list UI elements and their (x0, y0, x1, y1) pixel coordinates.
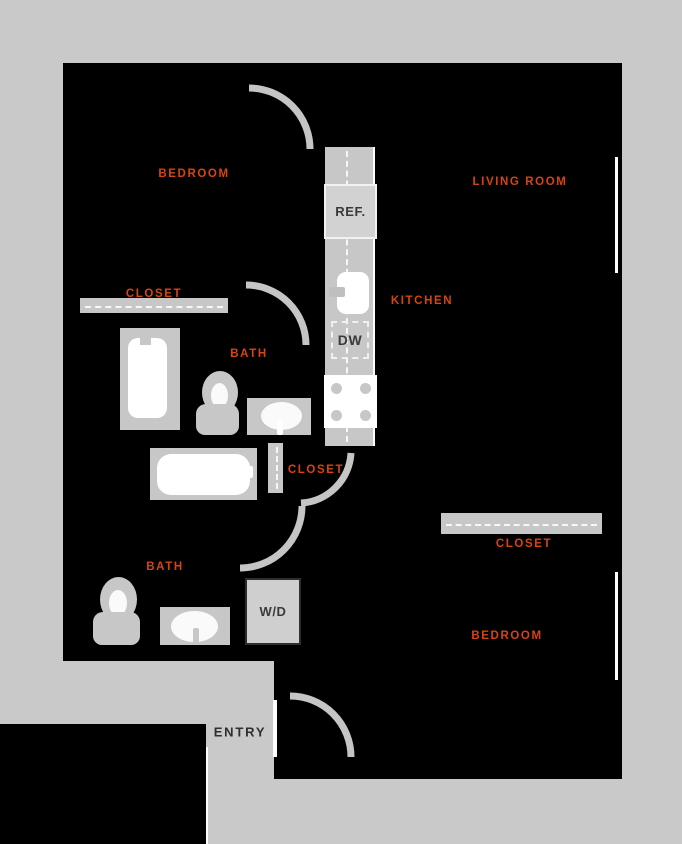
vanity-faucet (277, 420, 283, 435)
kitchen-sink-faucet (329, 287, 345, 297)
closet-rod-dash (275, 447, 278, 489)
refrigerator-label: REF. (335, 204, 366, 219)
room-label-living-room: LIVING ROOM (472, 176, 568, 188)
washer-dryer-label: W/D (259, 604, 287, 619)
unit-floor-bedroom2-wing (274, 661, 622, 779)
toilet-bath2-seat (109, 590, 127, 616)
window-marker-bedroom2 (615, 572, 618, 680)
entry-door-opening (273, 700, 277, 757)
toilet-bath2-base (93, 612, 140, 645)
stove-burner (330, 409, 342, 421)
bathtub (150, 448, 257, 500)
closet-rod-dash (85, 305, 223, 308)
room-label-kitchen: KITCHEN (390, 295, 454, 307)
vanity-sink-bath2 (160, 607, 230, 645)
door-swing-arc-bedroom1 (248, 84, 314, 150)
closet-rod-bedroom2 (441, 513, 602, 534)
washer-dryer: W/D (245, 578, 301, 645)
shower-head (140, 331, 151, 345)
stove-burner (330, 382, 342, 394)
refrigerator: REF. (324, 184, 377, 239)
bathtub-faucet (243, 466, 253, 478)
toilet-bath1-base (196, 404, 239, 435)
dishwasher-label: DW (337, 332, 363, 348)
dishwasher: DW (331, 321, 369, 359)
room-label-closet-bedroom1: CLOSET (125, 288, 183, 300)
vanity-sink-bath1 (247, 398, 311, 435)
shower-basin (128, 338, 167, 418)
closet-hall-small (268, 443, 283, 493)
counter-edge-seam (373, 147, 375, 446)
door-swing-arc-hall (300, 452, 355, 507)
corridor-wall-seam (206, 747, 208, 844)
room-label-closet-hall: CLOSET (287, 464, 345, 476)
door-swing-arc-bath2 (239, 505, 306, 572)
shower (120, 328, 180, 430)
room-label-entry: ENTRY (213, 724, 267, 740)
window-marker-living (615, 157, 618, 273)
door-swing-arc-closet1 (245, 281, 310, 346)
room-label-closet-bedroom2: CLOSET (495, 538, 553, 550)
room-label-bath1: BATH (230, 348, 268, 360)
vanity-faucet (193, 628, 199, 645)
closet-rod-dash (446, 523, 597, 526)
room-label-bedroom2: BEDROOM (471, 630, 543, 642)
room-label-bath2: BATH (146, 561, 184, 573)
room-label-bedroom1: BEDROOM (158, 168, 230, 180)
bathtub-basin (157, 454, 250, 495)
door-swing-arc-entry (289, 692, 355, 758)
closet-rod-bedroom1 (80, 298, 228, 313)
toilet-bath1-seat (211, 383, 228, 408)
adjacent-block (0, 724, 206, 844)
stove (324, 375, 377, 428)
stove-burner (359, 382, 371, 394)
stove-burner (359, 409, 371, 421)
